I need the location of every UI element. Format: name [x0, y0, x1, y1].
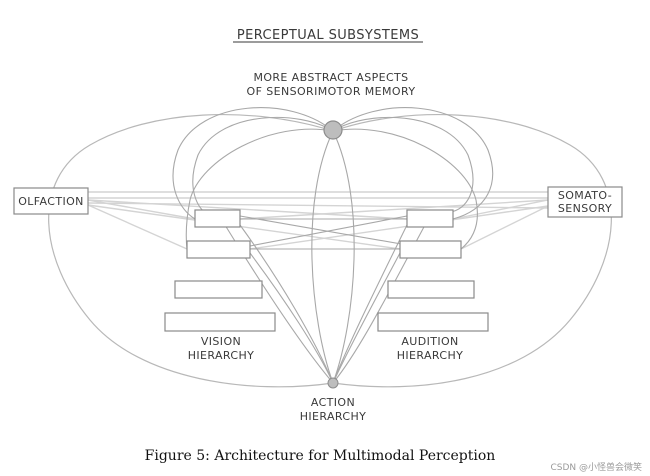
olfaction-box: [13, 187, 89, 215]
audition-box-level-4: [377, 312, 489, 332]
vision-label-line2: HIERARCHY: [188, 349, 255, 362]
inter-hierarchy-links: [239, 215, 408, 250]
left-lobe-outline: [48, 113, 334, 388]
audition-box-level-1: [406, 209, 454, 228]
diagram-title: PERCEPTUAL SUBSYSTEMS: [237, 28, 419, 43]
top-node-loops: [172, 107, 494, 250]
vision-label-line1: VISION: [201, 335, 241, 348]
figure-caption: Figure 5: Architecture for Multimodal Pe…: [145, 448, 496, 464]
audition-box-level-2: [399, 240, 462, 259]
action-label-line1: ACTION: [311, 396, 355, 409]
action-links: [224, 130, 426, 384]
top-node-label-line2: OF SENSORIMOTOR MEMORY: [247, 85, 416, 98]
cross-modal-links: [87, 191, 549, 250]
action-node: [327, 377, 339, 389]
somatosensory-box: [547, 186, 623, 218]
watermark: CSDN @小怪兽会微笑: [550, 461, 642, 473]
perceptual-lobes: [48, 113, 612, 388]
audition-hierarchy-boxes: [377, 209, 489, 332]
vision-box-level-3: [174, 280, 263, 299]
audition-label-line2: HIERARCHY: [397, 349, 464, 362]
somatosensory-label-line2: SENSORY: [558, 202, 612, 215]
vision-box-level-1: [194, 209, 241, 228]
audition-label-line1: AUDITION: [401, 335, 458, 348]
vision-box-level-2: [186, 240, 251, 259]
action-label-line2: HIERARCHY: [300, 410, 367, 423]
top-abstract-node: [323, 120, 343, 140]
audition-box-level-3: [387, 280, 475, 299]
olfaction-label: OLFACTION: [18, 195, 84, 208]
right-lobe-outline: [332, 113, 612, 388]
top-node-label-line1: MORE ABSTRACT ASPECTS: [253, 71, 408, 84]
vision-box-level-4: [164, 312, 276, 332]
vision-hierarchy-boxes: [164, 209, 276, 332]
somatosensory-label-line1: SOMATO-: [558, 189, 612, 202]
